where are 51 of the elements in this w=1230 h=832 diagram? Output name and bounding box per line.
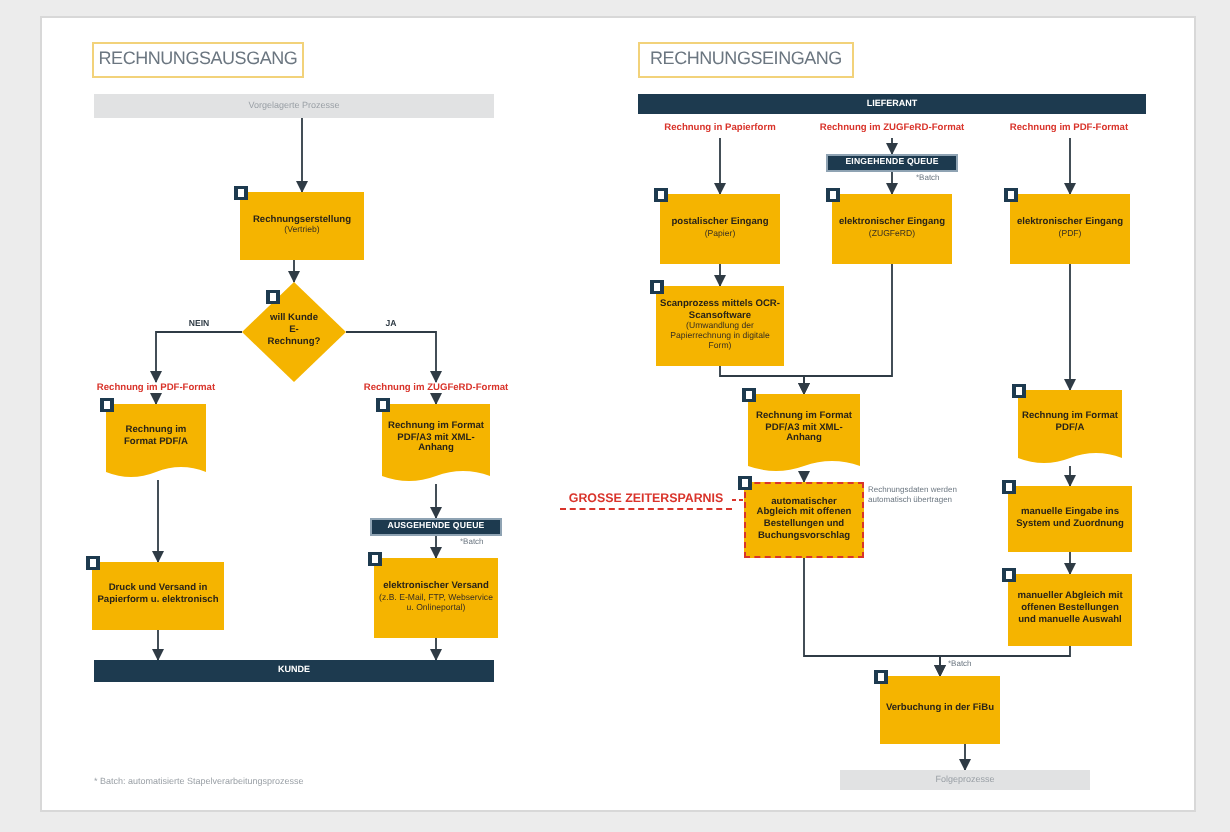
node-label: RECHNUNGSAUSGANG (98, 46, 298, 73)
process-bar (94, 94, 494, 118)
party-bar (94, 660, 494, 682)
queue-bar (826, 154, 958, 172)
process-box (880, 676, 1000, 744)
process-box (374, 558, 498, 638)
arrow (150, 393, 162, 405)
arrow (1064, 465, 1076, 487)
arrow (152, 479, 164, 563)
decision-diamond (242, 282, 346, 382)
process-box (92, 562, 224, 630)
section-title-box (638, 42, 854, 78)
arrow (1064, 137, 1076, 195)
document-box (382, 404, 490, 484)
arrow (714, 137, 726, 195)
process-box (1010, 194, 1130, 264)
arrow (1064, 551, 1076, 575)
process-box (660, 194, 780, 264)
arrow (959, 743, 971, 771)
arrow (430, 483, 442, 519)
highlighted-process-box (744, 482, 864, 558)
arrow (886, 171, 898, 195)
process-box (656, 286, 784, 366)
process-box (240, 192, 364, 260)
arrow (345, 331, 442, 383)
section-title-box (92, 42, 304, 78)
arrow (798, 471, 810, 483)
party-bar (638, 94, 1146, 114)
arrow (934, 645, 1071, 677)
queue-bar (370, 518, 502, 536)
arrow (288, 259, 300, 283)
process-bar (840, 770, 1090, 790)
arrow (150, 331, 243, 383)
arrow (152, 629, 164, 661)
arrow (430, 535, 442, 559)
arrow (714, 263, 726, 287)
arrow (886, 137, 898, 155)
arrow (430, 637, 442, 661)
arrow (296, 117, 308, 193)
document-box (106, 404, 206, 480)
node-label: RECHNUNGSEINGANG (650, 46, 842, 73)
dashed-connector (731, 499, 745, 501)
highlight-text (560, 490, 732, 510)
process-box (1008, 574, 1132, 646)
process-box (1008, 486, 1132, 552)
process-box (832, 194, 952, 264)
document-box (1018, 390, 1122, 466)
arrow (1064, 263, 1076, 391)
arrow (798, 263, 893, 395)
document-box (748, 394, 860, 474)
arrow (430, 393, 442, 405)
